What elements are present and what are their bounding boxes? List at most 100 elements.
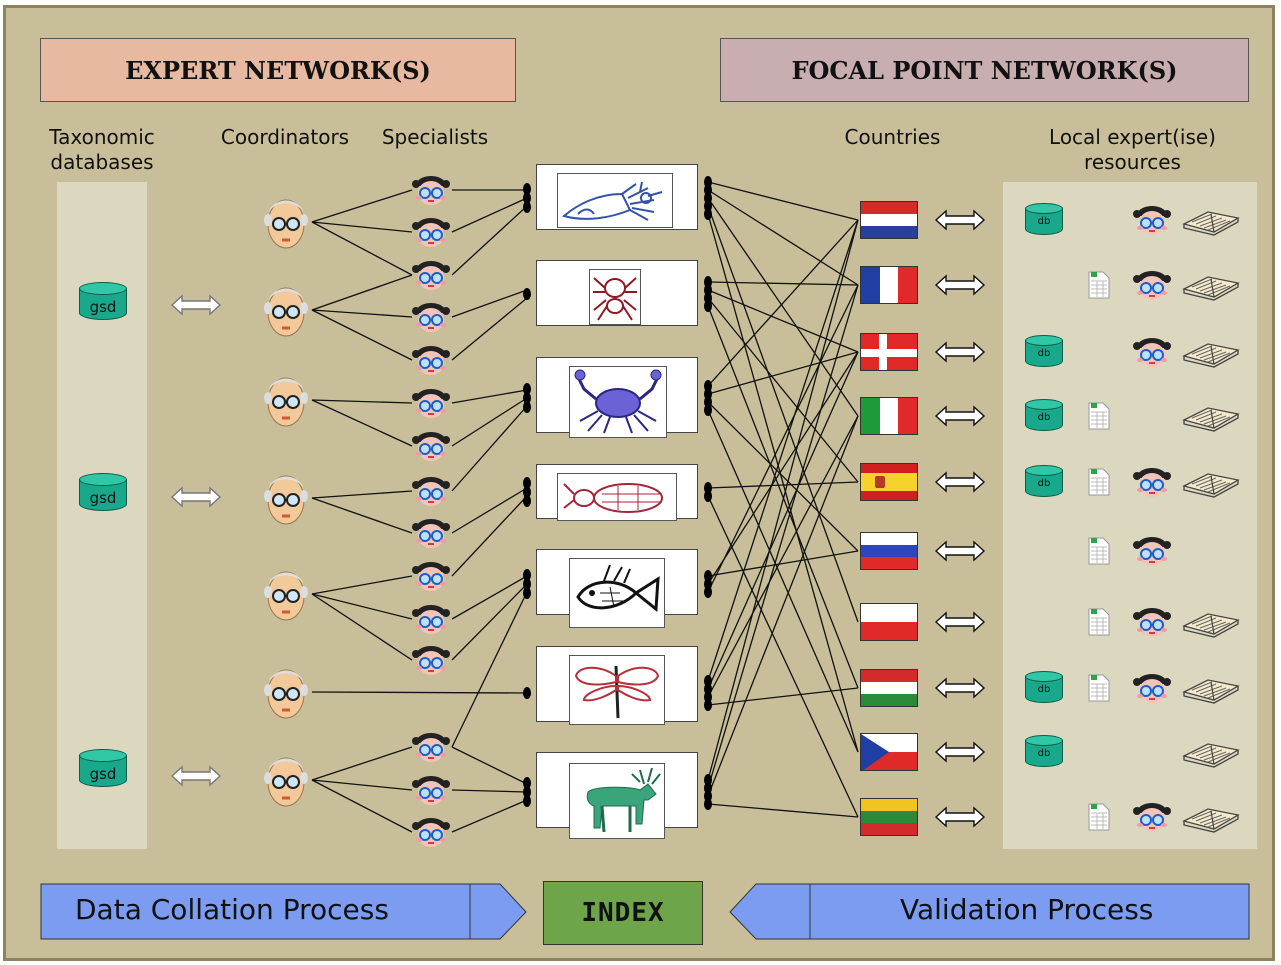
fish-icon <box>576 564 660 612</box>
connection-line <box>707 550 859 577</box>
data-collation-arrow <box>40 883 527 940</box>
connection-line <box>311 221 413 233</box>
double-arrow-icon <box>934 405 986 427</box>
connector-dot <box>704 586 712 598</box>
gsd-database-2: gsd <box>79 473 127 517</box>
connection-line <box>451 789 528 793</box>
coordinator-icon <box>262 566 310 624</box>
flag-russia <box>860 532 918 570</box>
specialist-icon <box>1133 801 1171 833</box>
double-arrow-icon <box>934 741 986 763</box>
connection-line <box>311 746 413 781</box>
db-label: db <box>1037 748 1051 759</box>
book-icon <box>1182 672 1240 704</box>
connector-dot <box>523 687 531 699</box>
flag-lithuania <box>860 798 918 836</box>
specialist-icon <box>1133 535 1171 567</box>
connection-line <box>311 490 413 499</box>
connector-dot <box>704 300 712 312</box>
connector-dot <box>523 587 531 599</box>
double-arrow-icon <box>170 294 222 316</box>
connection-line <box>311 399 413 447</box>
specialists-label: Specialists <box>381 125 489 149</box>
specialist-icon <box>412 387 450 419</box>
gsd-database-1: gsd <box>79 282 127 326</box>
connection-line <box>707 351 859 585</box>
connection-line <box>451 583 528 661</box>
connection-line <box>707 219 859 682</box>
connection-line <box>707 197 859 417</box>
double-arrow-icon <box>934 209 986 231</box>
connection-line <box>707 351 859 395</box>
connection-line <box>311 593 413 620</box>
taxonomic-databases-label: Taxonomic databases <box>49 125 155 174</box>
data-collation-label: Data Collation Process <box>75 893 389 926</box>
coordinators-label: Coordinators <box>220 125 350 149</box>
connection-line <box>707 219 859 387</box>
connection-line <box>707 415 859 698</box>
db-label: db <box>1037 412 1051 423</box>
taxon-card-spider <box>536 260 698 326</box>
connection-line <box>707 289 859 353</box>
connection-line <box>707 284 859 593</box>
specialist-icon <box>412 475 450 507</box>
specialist-icon <box>1133 466 1171 498</box>
connector-dot <box>523 486 531 498</box>
specialist-icon <box>412 259 450 291</box>
book-icon <box>1182 204 1240 236</box>
book-icon <box>1182 400 1240 432</box>
specialist-icon <box>412 560 450 592</box>
specialist-icon <box>1133 672 1171 704</box>
spreadsheet-icon <box>1088 537 1110 565</box>
spreadsheet-icon <box>1088 674 1110 702</box>
connection-line <box>707 219 859 781</box>
connection-line <box>311 691 528 694</box>
taxon-card-beetle <box>536 464 698 521</box>
double-arrow-icon <box>934 540 986 562</box>
connection-line <box>451 289 528 318</box>
specialist-icon <box>1133 606 1171 638</box>
taxon-card-crab <box>536 357 698 438</box>
specialist-icon <box>412 731 450 763</box>
connection-line <box>311 309 413 361</box>
connection-line <box>707 213 859 753</box>
connection-line <box>707 415 859 797</box>
spreadsheet-icon <box>1088 608 1110 636</box>
specialist-icon <box>1133 336 1171 368</box>
taxon-card-fish <box>536 549 698 628</box>
connection-line <box>707 281 859 286</box>
connector-dot <box>523 401 531 413</box>
specialist-icon <box>412 517 450 549</box>
connection-line <box>451 389 528 404</box>
connector-dot <box>523 392 531 404</box>
moose-icon <box>586 767 661 833</box>
spreadsheet-icon <box>1088 271 1110 299</box>
connector-dot <box>523 288 531 300</box>
connector-dot <box>523 477 531 489</box>
index-box: INDEX <box>543 881 703 945</box>
taxon-card-mollusc <box>536 164 698 230</box>
connector-dot <box>523 383 531 395</box>
expert-network-header: EXPERT NETWORK(S) <box>40 38 516 102</box>
connector-dot <box>523 495 531 507</box>
connection-line <box>707 205 859 623</box>
connector-dot <box>704 208 712 220</box>
connection-line <box>707 401 859 552</box>
coordinator-icon <box>262 282 310 340</box>
coordinator-icon <box>262 372 310 430</box>
specialist-icon <box>1133 204 1171 236</box>
spreadsheet-icon <box>1088 468 1110 496</box>
mollusc-icon <box>561 181 663 221</box>
specialist-icon <box>412 216 450 248</box>
double-arrow-icon <box>934 341 986 363</box>
connection-line <box>707 803 859 818</box>
connector-dot <box>523 192 531 204</box>
connection-line <box>451 205 528 276</box>
coordinator-icon <box>262 470 310 528</box>
connection-line <box>311 779 413 791</box>
specialist-icon <box>412 816 450 848</box>
connector-dot <box>523 569 531 581</box>
db-label: db <box>1037 348 1051 359</box>
connection-line <box>451 799 528 833</box>
book-icon <box>1182 736 1240 768</box>
